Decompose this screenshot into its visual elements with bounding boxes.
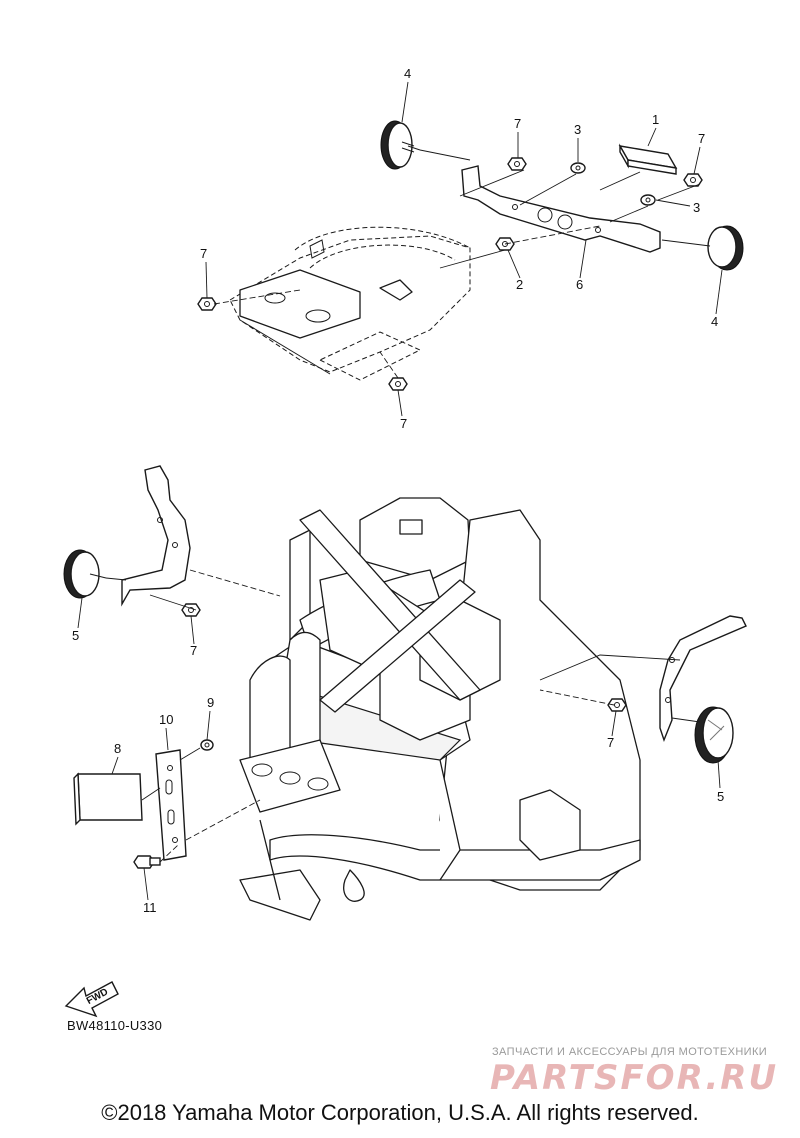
rear-carrier-frame [229,226,471,381]
callout-5-a: 5 [72,628,79,643]
upper-assembly [197,120,744,391]
callout-5-b: 5 [717,789,724,804]
callout-2: 2 [516,277,523,292]
copyright-notice: ©2018 Yamaha Motor Corporation, U.S.A. A… [101,1100,699,1125]
callout-7-b: 7 [698,131,705,146]
nut-part-7-c [197,297,217,311]
lower-assembly [63,465,747,921]
front-frame [239,497,641,921]
fwd-arrow-icon: FWD [64,981,119,1018]
callout-1: 1 [652,112,659,127]
watermark-logo: PARTSFOR.RU [490,1058,779,1098]
nut-part-7-b [683,173,703,187]
callout-labels: 1 2 3 3 4 4 5 5 6 7 7 7 7 7 7 8 9 10 1 [72,66,724,915]
callout-4-b: 4 [711,314,718,329]
callout-8: 8 [114,741,121,756]
bracket-part-6 [461,165,661,253]
diagram-reference-code: BW48110-U330 [67,1018,163,1033]
callout-3-a: 3 [574,122,581,137]
plate-part-10 [155,749,187,861]
nut-part-7-d [388,377,408,391]
reflector-part-4-right [707,225,744,271]
callout-7-c: 7 [200,246,207,261]
callout-7-e: 7 [190,643,197,658]
reflector-part-4-left [380,120,421,170]
bolt-part-11 [133,855,161,869]
callout-7-d: 7 [400,416,407,431]
right-reflector-bracket [659,615,747,743]
reflector-part-8 [73,772,143,826]
reflector-part-1 [618,143,678,175]
callout-7-f: 7 [607,735,614,750]
callout-10: 10 [159,712,173,727]
washer-part-3-b [640,194,656,206]
nut-part-7-a [507,157,527,171]
callout-7-a: 7 [514,116,521,131]
reflector-part-5-left [63,549,107,599]
nut-part-7-e [181,603,201,617]
reflector-part-5-right [694,706,734,764]
callout-6: 6 [576,277,583,292]
callout-4-a: 4 [404,66,411,81]
callout-3-b: 3 [693,200,700,215]
washer-part-3-a [570,162,586,174]
nut-part-9 [200,739,214,751]
callout-11: 11 [143,900,157,915]
callout-9: 9 [207,695,214,710]
left-reflector-bracket [121,465,191,607]
watermark-tagline: ЗАПЧАСТИ И АКСЕССУАРЫ ДЛЯ МОТОТЕХНИКИ [492,1046,768,1058]
nut-part-7-f [607,698,627,712]
